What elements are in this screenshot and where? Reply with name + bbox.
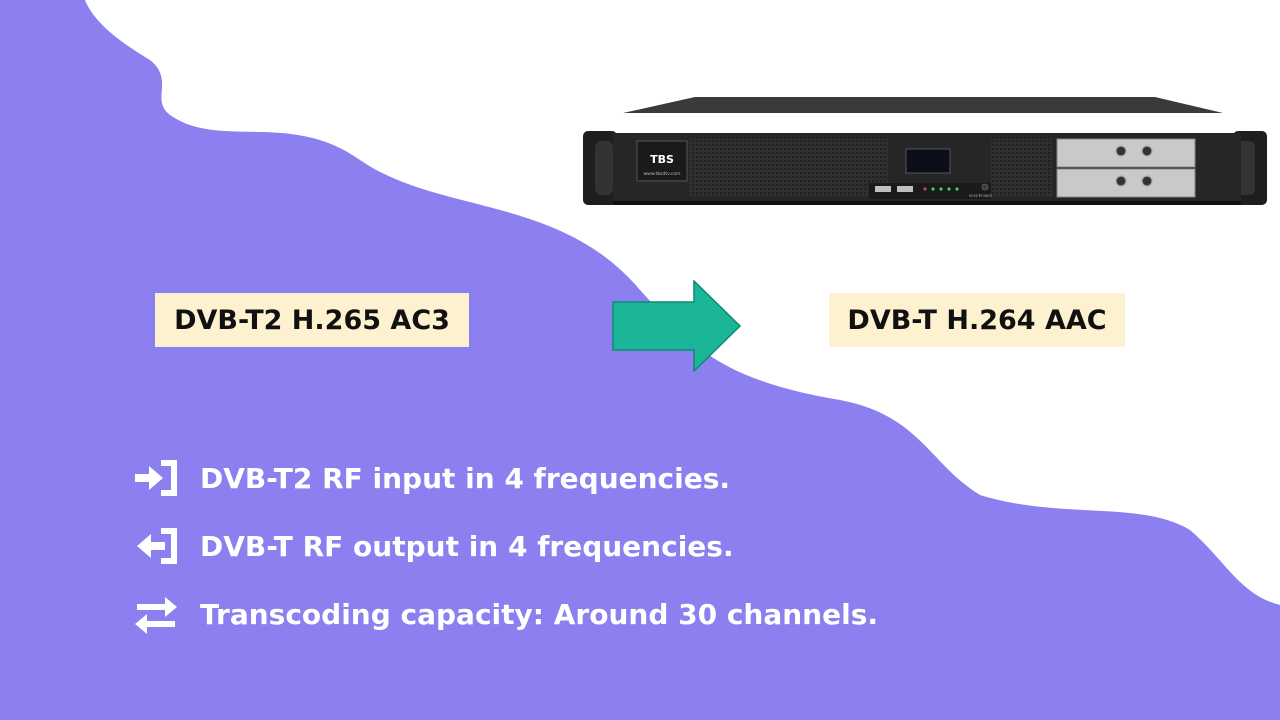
feature-text: DVB-T RF output in 4 frequencies. <box>200 529 734 563</box>
feature-rf-input: DVB-T2 RF input in 4 frequencies. <box>130 453 730 503</box>
right-arrow-shape <box>612 280 742 372</box>
exchange-icon <box>130 589 182 639</box>
usb-port-2 <box>897 186 913 192</box>
sign-in-icon <box>130 453 182 503</box>
rf-connector-1 <box>1115 145 1127 157</box>
input-format-text: DVB-T2 H.265 AC3 <box>174 304 450 336</box>
power-button <box>981 183 989 191</box>
led-4 <box>947 187 951 191</box>
output-format-label: DVB-T H.264 AAC <box>829 293 1125 347</box>
front-edge <box>613 201 1241 205</box>
device-website: www.tbsdtv.com <box>644 171 681 177</box>
rf-connector-4 <box>1141 175 1153 187</box>
logo-badge <box>636 140 688 182</box>
led-2 <box>931 187 935 191</box>
usb-port-1 <box>875 186 891 192</box>
left-rack-handle <box>595 141 613 195</box>
led-5 <box>955 187 959 191</box>
right-rack-handle <box>1237 141 1255 195</box>
feature-rf-output: DVB-T RF output in 4 frequencies. <box>130 521 734 571</box>
feature-text: Transcoding capacity: Around 30 channels… <box>200 597 879 631</box>
led-3 <box>939 187 943 191</box>
feature-text: DVB-T2 RF input in 4 frequencies. <box>200 461 731 495</box>
left-vent-mesh <box>689 139 889 197</box>
reset-label: RESET <box>969 194 981 198</box>
power-label: POWER <box>979 194 993 198</box>
transcoder-device-image: TBS www.tbsdtv.com RESET POWER <box>583 97 1267 205</box>
device-top-panel <box>623 97 1223 113</box>
output-format-text: DVB-T H.264 AAC <box>847 304 1107 336</box>
rf-connector-3 <box>1115 175 1127 187</box>
right-vent-mesh <box>991 139 1053 197</box>
input-format-label: DVB-T2 H.265 AC3 <box>155 293 469 347</box>
lcd-display <box>905 148 951 174</box>
led-1 <box>923 187 927 191</box>
device-logo: TBS <box>650 153 674 166</box>
feature-transcoding-capacity: Transcoding capacity: Around 30 channels… <box>130 589 878 639</box>
right-arrow-icon <box>612 280 742 372</box>
rf-connector-2 <box>1141 145 1153 157</box>
sign-out-icon <box>130 521 182 571</box>
